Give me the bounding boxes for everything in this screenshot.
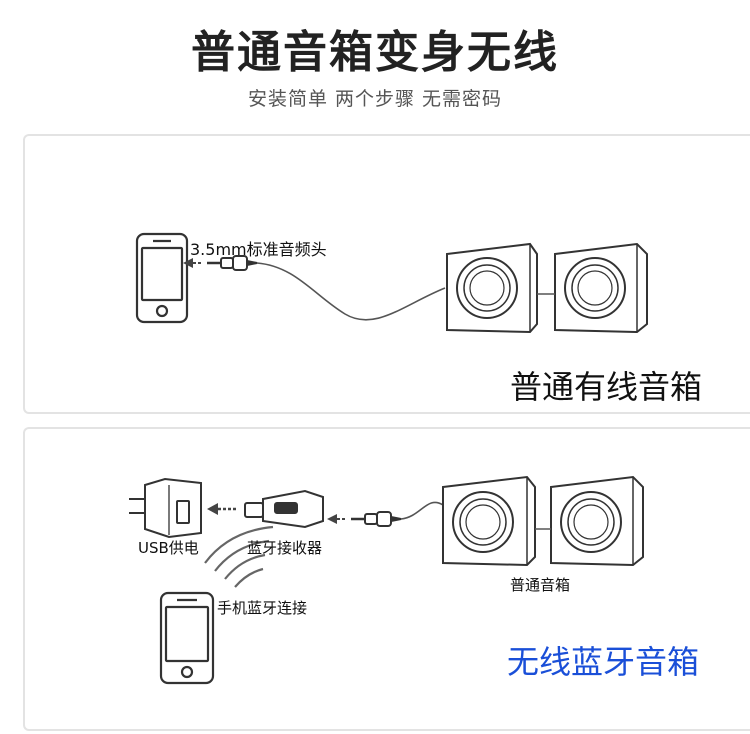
audio-plug-icon xyxy=(351,511,402,527)
wireless-signal-icon xyxy=(204,525,274,588)
arrow-left-icon xyxy=(327,514,345,524)
receiver-label: 蓝牙接收器 xyxy=(247,539,323,557)
wireless-caption: 无线蓝牙音箱 xyxy=(507,643,700,681)
bluetooth-receiver-icon xyxy=(244,489,324,529)
speaker-icon xyxy=(550,475,644,567)
wireless-speaker-panel: USB供电 蓝牙接收器 普通音箱 手机蓝牙连接 无线蓝牙音箱 xyxy=(23,427,750,731)
page-title: 普通音箱变身无线 xyxy=(191,27,559,78)
page-subtitle: 安装简单 两个步骤 无需密码 xyxy=(247,88,503,110)
audio-plug-icon xyxy=(207,255,258,271)
wireless-diagram-art xyxy=(129,475,644,685)
usb-charger-icon xyxy=(129,477,202,539)
usb-power-label: USB供电 xyxy=(138,539,199,557)
wired-speaker-panel: 3.5mm标准音频头 普通有线音箱 xyxy=(23,134,750,414)
phone-icon xyxy=(159,591,215,685)
arrow-left-icon xyxy=(207,503,237,515)
cable-label: 3.5mm标准音频头 xyxy=(190,240,327,259)
wired-caption: 普通有线音箱 xyxy=(510,368,703,406)
speaker-icon xyxy=(442,475,536,567)
phone-icon xyxy=(135,232,189,324)
wired-diagram-art xyxy=(135,232,648,334)
phone-connect-label: 手机蓝牙连接 xyxy=(217,599,308,617)
speaker-icon xyxy=(446,242,538,334)
arrow-left-icon xyxy=(183,258,201,268)
speaker-icon xyxy=(554,242,648,334)
speaker-label: 普通音箱 xyxy=(510,576,571,594)
